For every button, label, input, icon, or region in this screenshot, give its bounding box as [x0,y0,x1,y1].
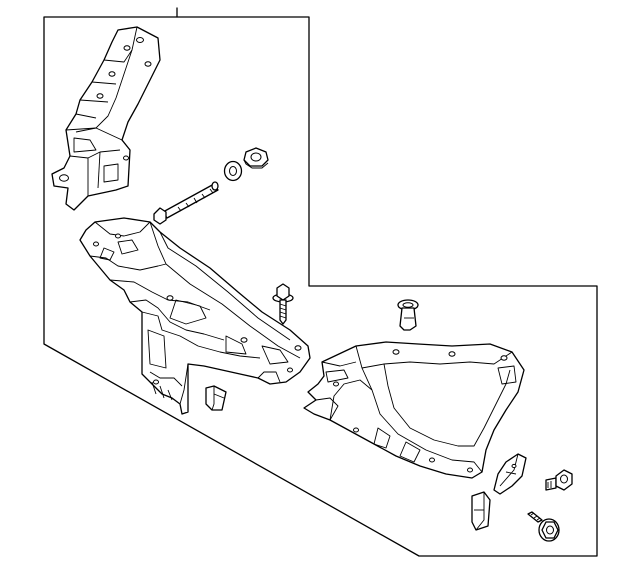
radiator-support [79,217,311,415]
flange-nut [243,147,269,169]
upper-bracket [51,26,161,211]
washer-bolt [527,511,560,542]
small-screw [545,469,573,491]
flange-bolt [272,283,294,325]
frame-outline [43,7,598,557]
long-bolt [153,181,219,225]
small-clip-left [205,385,227,411]
flat-washer [223,160,243,182]
push-clip [397,299,419,331]
spacer-clip [471,491,491,531]
headlamp-bracket [303,341,525,479]
retainer-clip [493,453,527,495]
